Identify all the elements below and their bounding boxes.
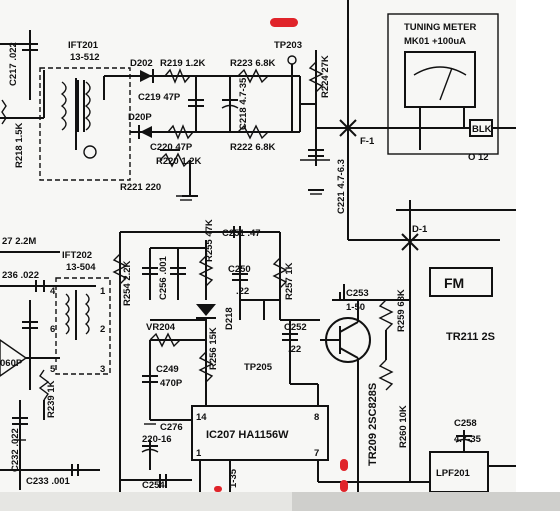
label-r218: R218 1.5K bbox=[14, 122, 25, 168]
label-c236: 236 .022 bbox=[2, 270, 39, 281]
label-pin7: 7 bbox=[314, 448, 319, 459]
label-r254: R254 2.2K bbox=[122, 260, 133, 306]
red-marker-right-lower bbox=[340, 480, 348, 492]
label-pin14: 14 bbox=[196, 412, 207, 423]
label-d1: D-1 bbox=[412, 224, 428, 235]
label-pin8: 8 bbox=[314, 412, 319, 423]
schematic-diagram: IFT201 13-512 C217 .022 R218 1.5K D202 R… bbox=[0, 0, 516, 493]
label-pin6: 6 bbox=[50, 324, 55, 335]
label-c256: C256 .001 bbox=[158, 255, 169, 300]
label-r222: R222 6.8K bbox=[230, 142, 276, 153]
label-pin1b: 1 bbox=[100, 286, 106, 297]
bottom-frame bbox=[0, 492, 560, 511]
label-ift202-number: 13-504 bbox=[66, 262, 96, 273]
label-r260: R260 10K bbox=[398, 405, 409, 448]
label-ift201-number: 13-512 bbox=[70, 52, 100, 63]
label-pin5: 5 bbox=[50, 364, 56, 375]
label-d218: D218 bbox=[224, 307, 235, 330]
label-c218: C218 4.7-35 bbox=[238, 77, 249, 130]
label-c276: C276 bbox=[160, 422, 183, 433]
label-c254: C254 bbox=[142, 480, 165, 491]
label-ic207: IC207 HA1156W bbox=[206, 429, 289, 441]
label-ift201: IFT201 bbox=[68, 40, 99, 51]
label-c250: C250 bbox=[228, 264, 251, 275]
label-r257: R257 1K bbox=[284, 262, 295, 300]
label-pin4: 4 bbox=[50, 286, 56, 297]
label-c219: C219 47P bbox=[138, 92, 181, 103]
label-tp203: TP203 bbox=[274, 40, 302, 51]
label-c253-value: 1-50 bbox=[346, 302, 365, 313]
label-c258: C258 bbox=[454, 418, 477, 429]
label-c258-value: 4.7-35 bbox=[454, 434, 482, 445]
red-marker-top bbox=[270, 18, 298, 27]
label-r223: R223 6.8K bbox=[230, 58, 276, 69]
label-d20p: D20P bbox=[128, 112, 152, 123]
label-r221: R221 220 bbox=[120, 182, 161, 193]
label-tr211: TR211 2S bbox=[446, 331, 495, 343]
label-fm: FM bbox=[444, 275, 464, 291]
label-lpf201: LPF201 bbox=[436, 468, 471, 479]
label-f1: F-1 bbox=[360, 136, 375, 147]
label-r259: R259 68K bbox=[396, 289, 407, 332]
label-c221: C221 4.7-6.3 bbox=[336, 159, 347, 214]
label-c253: C253 bbox=[346, 288, 369, 299]
label-c135: 1-35 bbox=[228, 468, 239, 488]
label-vr204: VR204 bbox=[146, 322, 176, 333]
label-r224: R224 27K bbox=[320, 55, 331, 98]
label-tr209: TR209 2SC828S bbox=[367, 383, 379, 466]
label-tuning-meter: TUNING METER bbox=[404, 22, 476, 33]
label-r27: 27 2.2M bbox=[2, 236, 36, 247]
label-c233: C233 .001 bbox=[26, 476, 71, 487]
schematic-sheet: IFT201 13-512 C217 .022 R218 1.5K D202 R… bbox=[0, 0, 516, 493]
bottom-frame-right bbox=[292, 492, 560, 511]
red-marker-bottom bbox=[214, 486, 222, 492]
label-c232: C232 .022 bbox=[10, 428, 21, 472]
label-r239: R239 1K bbox=[46, 380, 57, 418]
label-meter-rating: MK01 +100uA bbox=[404, 36, 466, 47]
label-c250-value: .22 bbox=[236, 286, 249, 297]
red-marker-right-upper bbox=[340, 459, 348, 471]
label-d202: D202 bbox=[130, 58, 153, 69]
label-c252: C252 bbox=[284, 322, 307, 333]
label-pin3: 3 bbox=[100, 364, 105, 375]
label-ift202: IFT202 bbox=[62, 250, 92, 261]
label-p060: 060P bbox=[0, 358, 23, 369]
label-r255: R255 47K bbox=[204, 219, 215, 262]
label-r219: R219 1.2K bbox=[160, 58, 206, 69]
label-tp205: TP205 bbox=[244, 362, 273, 373]
component-labels: IFT201 13-512 C217 .022 R218 1.5K D202 R… bbox=[0, 22, 495, 491]
label-c217: C217 .022 bbox=[8, 42, 19, 86]
red-markers bbox=[214, 18, 348, 492]
label-c251: C251 .47 bbox=[222, 228, 261, 239]
label-q12: O 12 bbox=[468, 152, 489, 163]
label-r220: R220 1.2K bbox=[156, 156, 202, 167]
bottom-frame-left bbox=[0, 492, 292, 511]
label-c220: C220 47P bbox=[150, 142, 193, 153]
label-c249: C249 bbox=[156, 364, 179, 375]
label-pin2: 2 bbox=[100, 324, 105, 335]
label-r256: R256 15K bbox=[208, 327, 219, 370]
label-c276-value: 220-16 bbox=[142, 434, 172, 445]
label-c252-value: .22 bbox=[288, 344, 301, 355]
wiring bbox=[0, 0, 516, 493]
label-c249-value: 470P bbox=[160, 378, 183, 389]
label-pin1: 1 bbox=[196, 448, 202, 459]
label-blk: BLK bbox=[472, 124, 492, 135]
